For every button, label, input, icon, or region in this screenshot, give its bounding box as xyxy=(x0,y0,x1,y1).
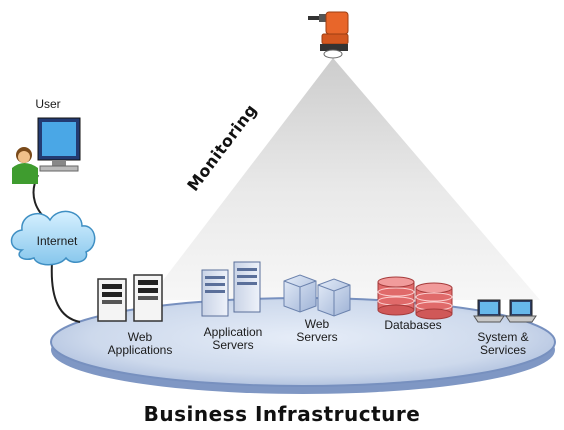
internet-label: Internet xyxy=(36,234,78,248)
databases-label: Databases xyxy=(384,318,442,332)
user-computer-icon xyxy=(12,117,81,184)
web-servers-label: Web Servers xyxy=(296,317,338,344)
application-servers-label: Application Servers xyxy=(203,325,263,352)
user-label: User xyxy=(35,97,61,111)
cloud-icon xyxy=(10,210,96,266)
monitor-robot-icon xyxy=(308,11,349,59)
database-icon xyxy=(377,276,453,320)
web-applications-label: Web Applications xyxy=(107,330,173,357)
system-services-label: System & Services xyxy=(477,330,529,357)
web-app-server-icon xyxy=(97,274,163,322)
diagram-title: Business Infrastructure xyxy=(143,402,421,426)
app-server-icon xyxy=(201,261,261,317)
laptop-icon xyxy=(473,299,537,323)
monitoring-beam xyxy=(148,58,540,300)
web-server-icon xyxy=(283,274,351,317)
